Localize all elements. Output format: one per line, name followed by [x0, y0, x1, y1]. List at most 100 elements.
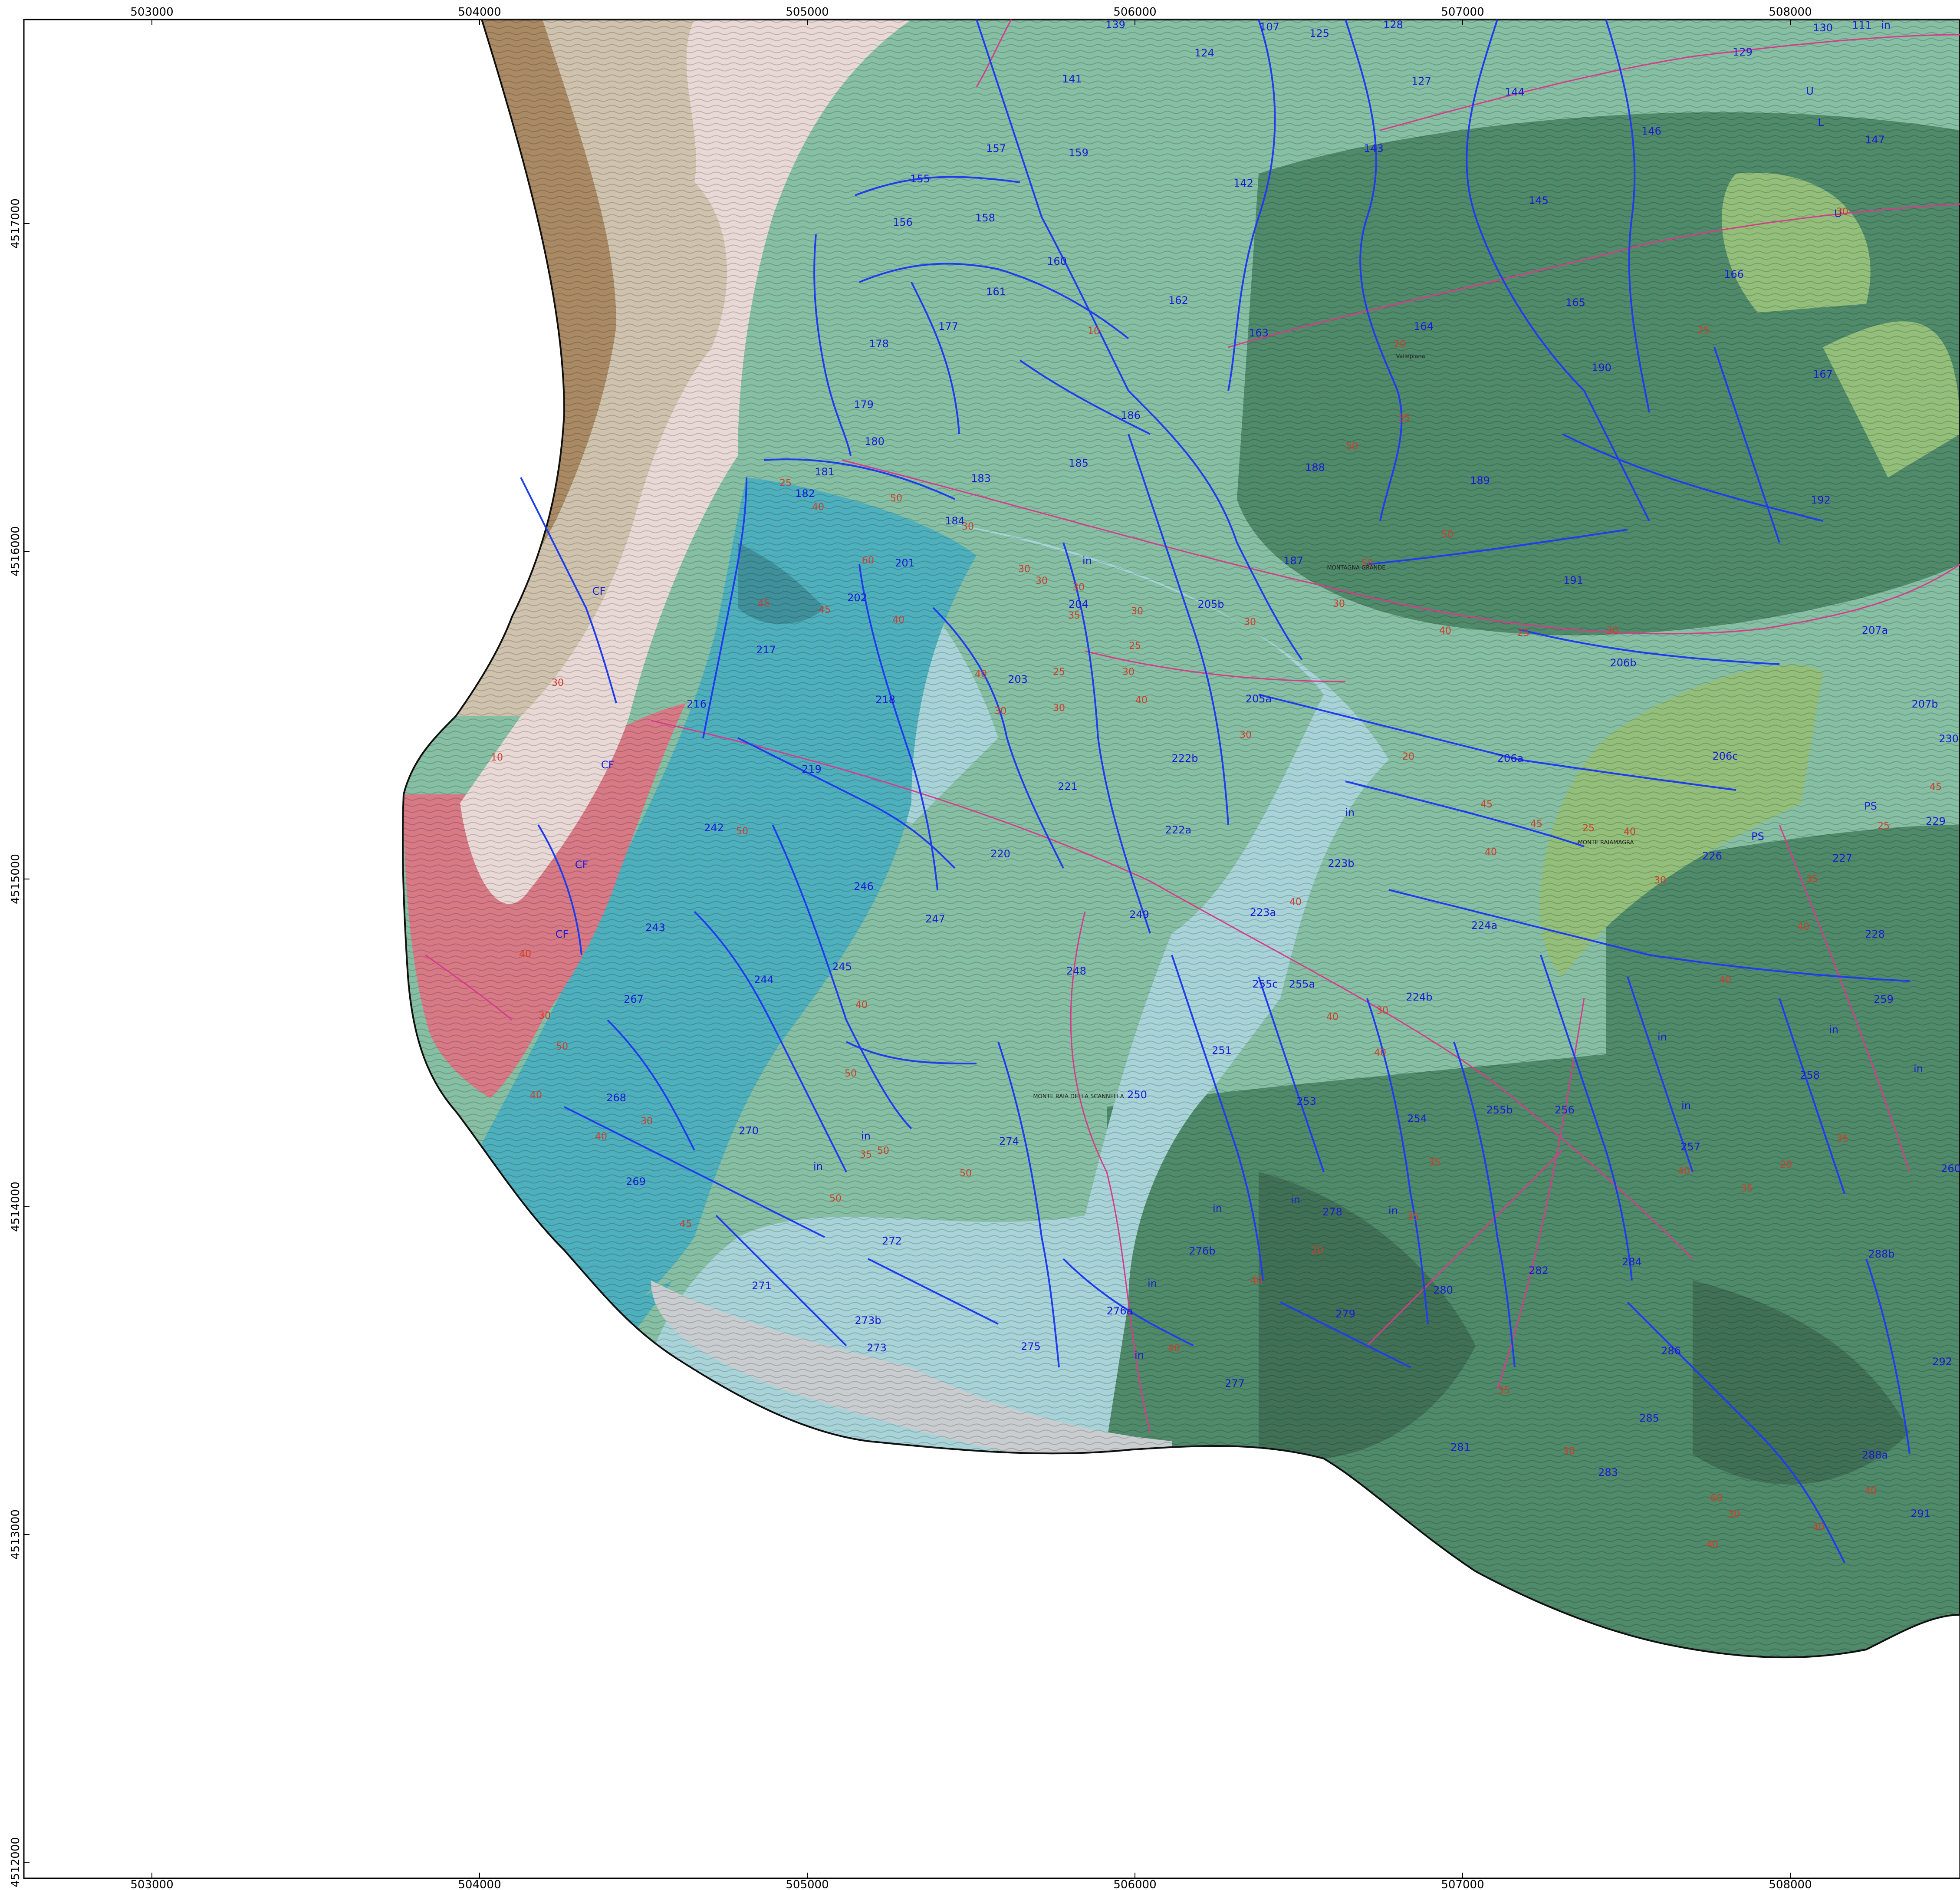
x-tick-label-top: 504000 — [458, 6, 501, 19]
parcel-label: 273 — [867, 1342, 887, 1354]
parcel-boundary-line — [1019, 359, 1151, 435]
slope-label: 35 — [1836, 1133, 1848, 1144]
parcel-label: 288b — [1868, 1248, 1894, 1260]
slope-label: 40 — [1719, 975, 1731, 986]
parcel-label: 192 — [1811, 494, 1831, 506]
parcel-label: 279 — [1335, 1308, 1355, 1320]
slope-label: 40 — [1865, 1486, 1877, 1497]
x-tick-label-top: 505000 — [786, 6, 829, 19]
road-line — [1380, 34, 1960, 131]
parcel-boundary-line — [997, 1041, 1060, 1368]
map-marker-label: in — [1345, 807, 1355, 819]
parcel-boundary-line — [763, 458, 955, 500]
parcel-label: 273b — [855, 1314, 881, 1327]
parcel-label: 219 — [802, 763, 822, 775]
place-name: MONTE RAIA DELLA SCANNELLA — [1033, 1093, 1124, 1100]
parcel-label: 206b — [1610, 657, 1636, 669]
y-tick-label: 4516000 — [9, 526, 22, 576]
slope-label: 45 — [1480, 799, 1493, 810]
parcel-label: 165 — [1565, 296, 1585, 309]
map-marker-label: in — [1291, 1194, 1300, 1206]
y-tick-label: 4513000 — [9, 1509, 22, 1560]
parcel-boundary-line — [858, 564, 938, 890]
slope-label: 10 — [1088, 326, 1100, 337]
parcel-label: 228 — [1865, 928, 1885, 940]
road-line — [842, 459, 1960, 635]
parcel-boundary-line — [520, 477, 617, 704]
slope-label: 25 — [1697, 325, 1710, 336]
parcel-label: 259 — [1874, 993, 1894, 1005]
parcel-label: 186 — [1121, 409, 1141, 421]
slope-label: 40 — [1485, 847, 1497, 858]
slope-label: 45 — [1530, 819, 1542, 830]
slope-label: 20 — [1311, 1245, 1323, 1256]
parcel-label: 257 — [1680, 1141, 1700, 1153]
parcel-label: 181 — [815, 466, 835, 478]
parcel-label: 125 — [1309, 27, 1329, 40]
slope-label: 40 — [1624, 826, 1636, 837]
parcel-boundary-line — [1062, 1258, 1194, 1347]
parcel-label: 286 — [1661, 1345, 1681, 1357]
parcel-label: 255c — [1252, 978, 1278, 990]
parcel-label: 166 — [1724, 268, 1744, 280]
x-tick-label-top: 507000 — [1441, 6, 1484, 19]
map-marker-label: CF — [556, 928, 569, 940]
slope-label: 25 — [1129, 641, 1141, 652]
slope-label: 35 — [1407, 1212, 1419, 1222]
slope-label: 30 — [539, 1011, 551, 1021]
slope-label: 40 — [595, 1131, 607, 1142]
parcel-label: 164 — [1414, 320, 1434, 333]
slope-label: 35 — [1806, 874, 1818, 885]
parcel-label: 227 — [1832, 852, 1852, 864]
parcel-label: 207a — [1862, 624, 1888, 636]
parcel-label: 245 — [832, 961, 852, 973]
parcel-label: 246 — [854, 880, 874, 892]
parcel-boundary-line — [1366, 998, 1429, 1324]
slope-label: 25 — [1878, 821, 1890, 832]
parcel-label: 251 — [1212, 1044, 1232, 1057]
slope-label: 30 — [1122, 667, 1135, 678]
parcel-label: 162 — [1168, 294, 1188, 306]
slope-label: 35 — [1498, 1385, 1510, 1396]
slope-label: 45 — [819, 605, 831, 616]
map-marker-label: in — [1388, 1205, 1398, 1217]
parcel-boundary-line — [715, 1215, 847, 1347]
parcel-label: 204 — [1069, 598, 1089, 610]
map-marker-label: U — [1834, 207, 1842, 220]
slope-label: 30 — [994, 706, 1006, 717]
parcel-boundary-line — [976, 19, 1129, 391]
parcel-label: 143 — [1364, 142, 1384, 155]
slope-label: 45 — [1930, 782, 1942, 793]
slope-label: 25 — [779, 478, 792, 489]
parcel-label: 179 — [854, 398, 874, 411]
slope-label: 40 — [1678, 1166, 1690, 1177]
parcel-label: 223b — [1328, 857, 1354, 869]
parcel-label: 184 — [945, 515, 965, 527]
slope-label: 50 — [1346, 441, 1358, 452]
map-marker-label: L — [1818, 116, 1824, 128]
place-name: Vallepiana — [1396, 353, 1425, 360]
parcel-label: 128 — [1383, 19, 1403, 31]
parcel-label: 272 — [882, 1235, 902, 1247]
parcel-boundary-line — [1367, 529, 1628, 565]
parcel-boundary-line — [564, 1106, 825, 1238]
parcel-boundary-line — [1128, 434, 1229, 825]
parcel-label: 205a — [1246, 693, 1272, 705]
slope-label: 40 — [1797, 922, 1809, 932]
parcel-label: 224b — [1406, 991, 1432, 1003]
slope-label: 35 — [860, 1149, 872, 1160]
x-tick-label-bottom: 505000 — [786, 1878, 829, 1890]
parcel-label: 156 — [893, 216, 913, 228]
slope-label: 30 — [1606, 626, 1618, 636]
parcel-label: 243 — [645, 922, 665, 934]
x-tick-label-bottom: 508000 — [1769, 1878, 1812, 1890]
parcel-label: 276b — [1189, 1245, 1215, 1257]
parcel-label: 253 — [1296, 1095, 1316, 1107]
parcel-boundary-line — [702, 477, 747, 738]
parcel-label: 288a — [1862, 1449, 1888, 1461]
map-marker-label: in — [1148, 1278, 1157, 1290]
slope-label: 40 — [519, 949, 531, 960]
